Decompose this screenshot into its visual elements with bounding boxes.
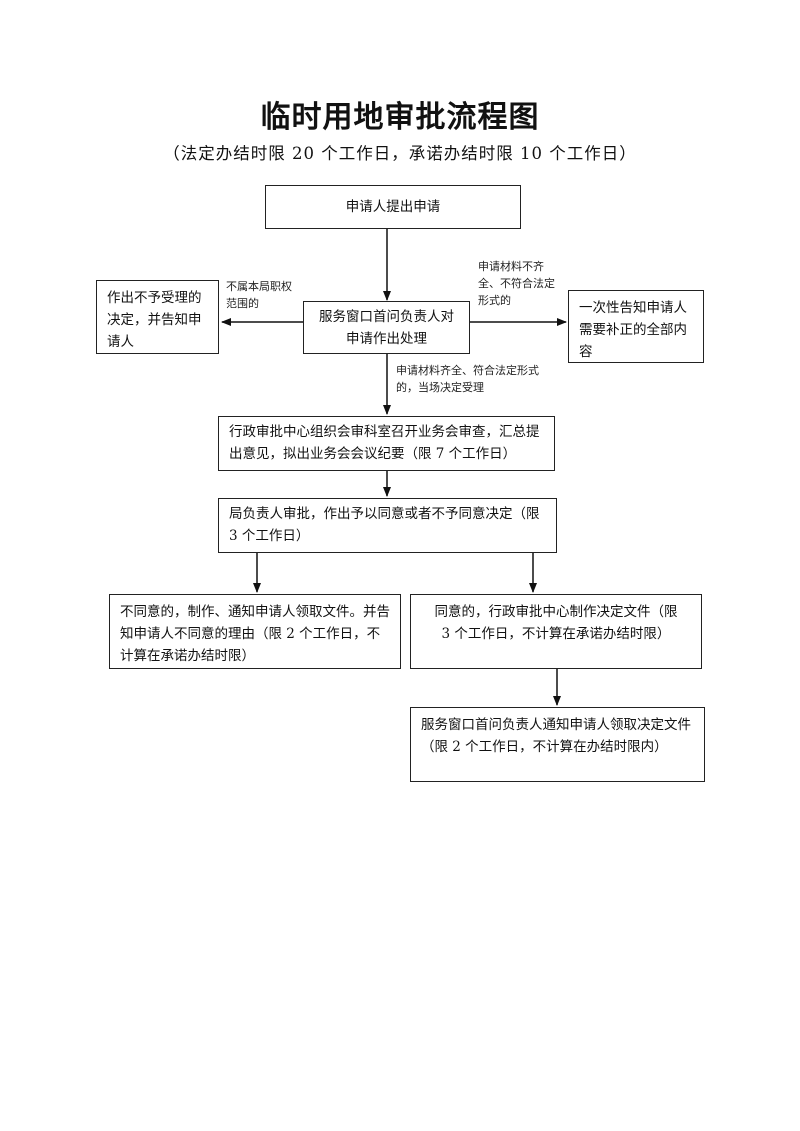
node-notify-text: 服务窗口首问负责人通知申请人领取决定文件（限 2 个工作日，不计算在办结时限内） <box>421 717 691 755</box>
node-reject: 作出不予受理的决定，并告知申请人 <box>96 280 219 354</box>
node-agree-text: 同意的，行政审批中心制作决定文件（限 3 个工作日，不计算在承诺办结时限） <box>434 604 678 642</box>
note-incomplete-text: 申请材料不齐全、不符合法定形式的 <box>478 260 555 307</box>
note-complete: 申请材料齐全、符合法定形式的，当场决定受理 <box>396 362 544 396</box>
node-window-text: 服务窗口首问负责人对申请作出处理 <box>319 308 454 347</box>
node-reject-text: 作出不予受理的决定，并告知申请人 <box>107 290 202 350</box>
node-supplement: 一次性告知申请人需要补正的全部内容 <box>568 290 704 363</box>
note-out-of-scope-text: 不属本局职权范围的 <box>226 280 292 310</box>
node-window: 服务窗口首问负责人对申请作出处理 <box>303 301 470 354</box>
node-notify: 服务窗口首问负责人通知申请人领取决定文件（限 2 个工作日，不计算在办结时限内） <box>410 707 705 782</box>
node-apply-text: 申请人提出申请 <box>345 199 441 215</box>
node-apply: 申请人提出申请 <box>265 185 521 229</box>
page-title: 临时用地审批流程图 <box>260 100 540 135</box>
node-approve: 局负责人审批，作出予以同意或者不予同意决定（限 3 个工作日） <box>218 498 557 553</box>
page-subtitle: （法定办结时限 20 个工作日，承诺办结时限 10 个工作日） <box>163 144 637 163</box>
note-incomplete: 申请材料不齐全、不符合法定形式的 <box>478 258 560 309</box>
node-disagree-text: 不同意的，制作、通知申请人领取文件。并告知申请人不同意的理由（限 2 个工作日，… <box>120 604 390 664</box>
note-complete-text: 申请材料齐全、符合法定形式的，当场决定受理 <box>396 364 539 394</box>
note-out-of-scope: 不属本局职权范围的 <box>226 278 292 312</box>
node-approve-text: 局负责人审批，作出予以同意或者不予同意决定（限 3 个工作日） <box>229 506 540 544</box>
node-review: 行政审批中心组织会审科室召开业务会审查，汇总提出意见，拟出业务会会议纪要（限 7… <box>218 416 555 471</box>
node-disagree: 不同意的，制作、通知申请人领取文件。并告知申请人不同意的理由（限 2 个工作日，… <box>109 594 401 669</box>
node-supplement-text: 一次性告知申请人需要补正的全部内容 <box>579 300 687 360</box>
node-review-text: 行政审批中心组织会审科室召开业务会审查，汇总提出意见，拟出业务会会议纪要（限 7… <box>229 424 540 462</box>
node-agree: 同意的，行政审批中心制作决定文件（限 3 个工作日，不计算在承诺办结时限） <box>410 594 702 669</box>
